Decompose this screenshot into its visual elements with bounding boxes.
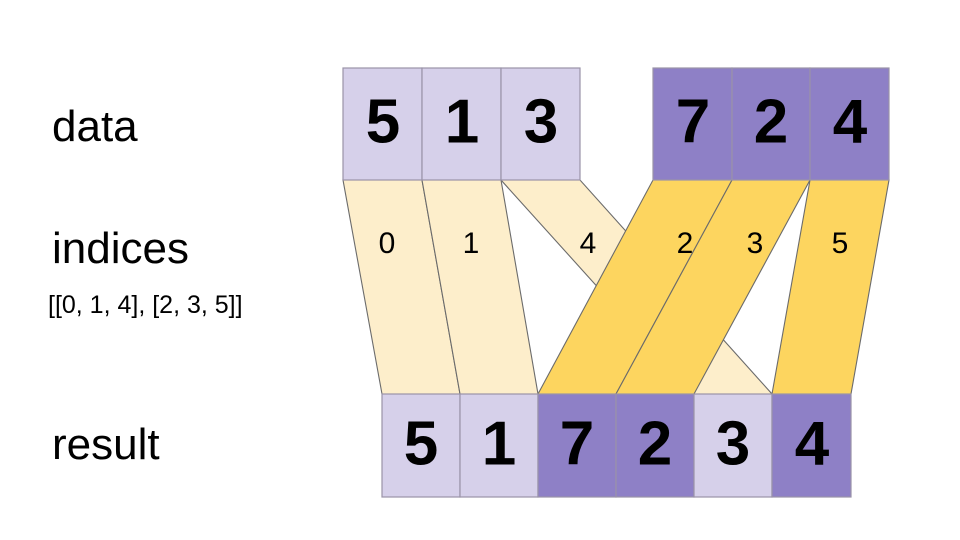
- data-cell-0[interactable]: [342, 67, 423, 181]
- result-cell-4-value: 3: [716, 409, 750, 478]
- data-cell-2[interactable]: [500, 67, 581, 181]
- result-cell-1-value: 1: [482, 409, 516, 478]
- data-cell-3-value: 7: [676, 87, 710, 156]
- index-label-1: 1: [463, 227, 480, 260]
- data-cell-0-value: 5: [366, 87, 400, 156]
- result-cell-0[interactable]: [381, 393, 461, 498]
- result-cell-3-value: 2: [638, 409, 672, 478]
- index-label-2: 2: [677, 227, 694, 260]
- data-cell-1-value: 1: [445, 87, 479, 156]
- indices-row-label: indices: [52, 224, 189, 273]
- result-cell-2-value: 7: [560, 409, 594, 478]
- result-cell-0-value: 5: [404, 409, 438, 478]
- result-cell-1[interactable]: [459, 393, 539, 498]
- index-label-3: 3: [747, 227, 764, 260]
- ribbon-group: [342, 179, 890, 395]
- row-labels: data indices [[0, 1, 4], [2, 3, 5]] resu…: [48, 102, 243, 469]
- data-cell-1[interactable]: [421, 67, 502, 181]
- result-cell-2[interactable]: [537, 393, 617, 498]
- data-cell-5-value: 4: [833, 87, 868, 156]
- index-label-0: 0: [379, 227, 396, 260]
- result-cell-3[interactable]: [615, 393, 695, 498]
- result-cell-4[interactable]: [693, 393, 773, 498]
- data-row-label: data: [52, 102, 138, 151]
- data-cell-3[interactable]: [652, 67, 733, 181]
- indices-values-label: [[0, 1, 4], [2, 3, 5]]: [48, 291, 243, 319]
- data-row: 5 1 3 7 2 4: [342, 67, 890, 181]
- result-cell-5[interactable]: [771, 393, 852, 498]
- index-label-5: 5: [832, 227, 849, 260]
- result-row-label: result: [52, 420, 160, 469]
- result-row: 5 1 7 2 3 4: [381, 393, 852, 498]
- result-cell-5-value: 4: [795, 409, 830, 478]
- data-cell-2-value: 3: [524, 87, 558, 156]
- data-cell-4-value: 2: [754, 87, 788, 156]
- index-labels: 0 1 4 2 3 5: [379, 227, 849, 260]
- index-label-4: 4: [580, 227, 597, 260]
- data-cell-5[interactable]: [809, 67, 890, 181]
